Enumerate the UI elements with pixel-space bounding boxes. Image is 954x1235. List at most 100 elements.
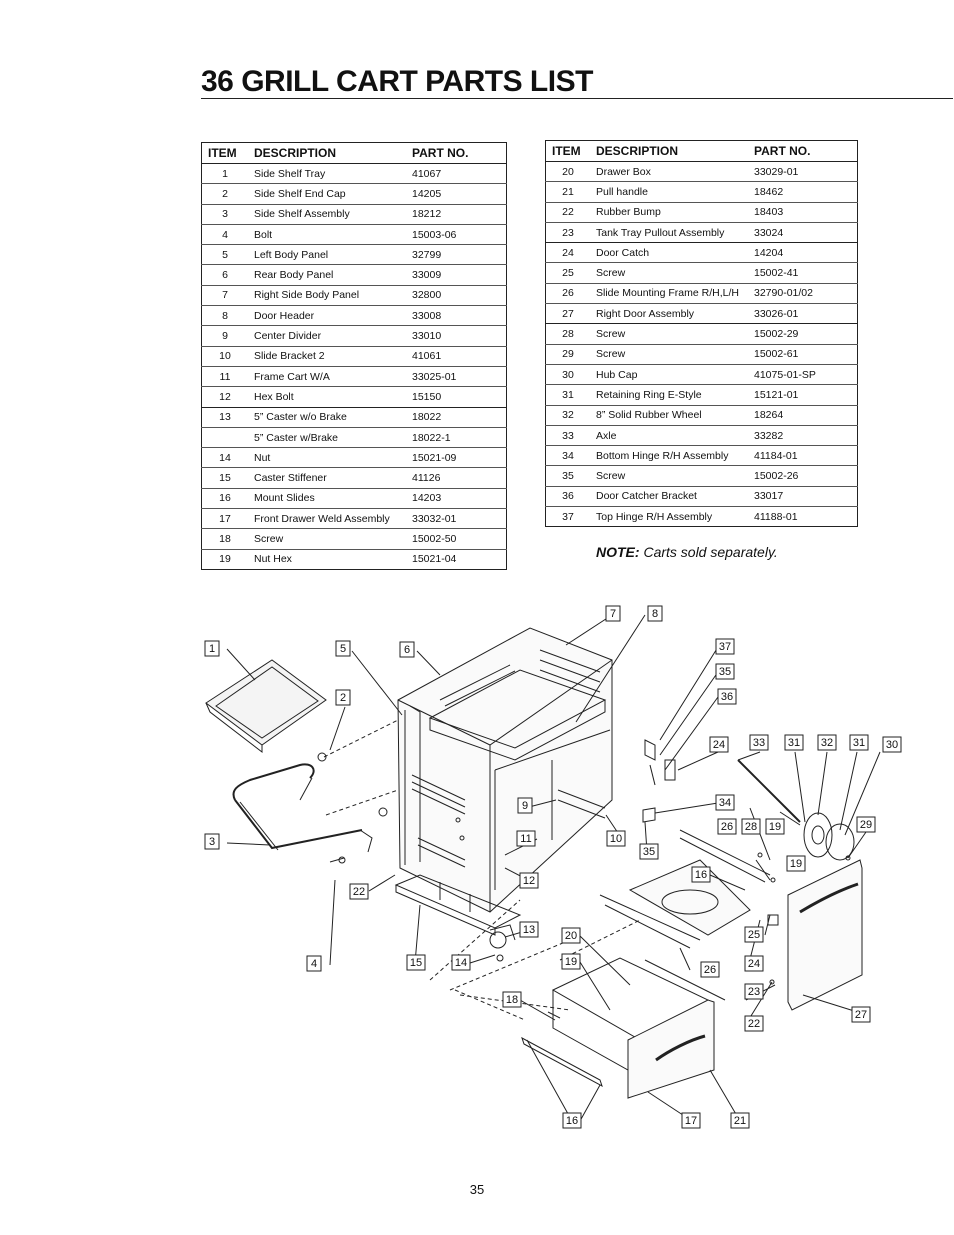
description-cell: Tank Tray Pullout Assembly bbox=[590, 222, 748, 244]
item-cell: 14 bbox=[201, 447, 248, 469]
callout-25: 25 bbox=[744, 926, 764, 943]
part-no-cell: 33025-01 bbox=[406, 366, 507, 388]
part-no-cell: 15002-26 bbox=[748, 465, 858, 487]
description-cell: Screw bbox=[590, 465, 748, 487]
description-cell: Center Divider bbox=[248, 325, 406, 347]
callout-label: 4 bbox=[311, 958, 317, 970]
callout-19: 19 bbox=[561, 953, 581, 970]
callout-label: 36 bbox=[721, 691, 733, 703]
callout-label: 26 bbox=[704, 964, 716, 976]
description-cell: Screw bbox=[590, 323, 748, 345]
item-cell: 30 bbox=[545, 364, 590, 386]
description-cell: Mount Slides bbox=[248, 488, 406, 510]
description-cell: Rubber Bump bbox=[590, 202, 748, 223]
item-cell: 18 bbox=[201, 528, 248, 550]
description-cell: Right Side Body Panel bbox=[248, 285, 406, 307]
part-no-cell: 15021-09 bbox=[406, 447, 507, 469]
description-cell: Frame Cart W/A bbox=[248, 366, 406, 388]
part-no-cell: 33282 bbox=[748, 425, 858, 447]
part-no-cell: 32800 bbox=[406, 285, 507, 307]
item-cell: 1 bbox=[201, 163, 248, 185]
callout-label: 28 bbox=[745, 821, 757, 833]
callout-label: 32 bbox=[821, 737, 833, 749]
part-no-cell: 18022-1 bbox=[406, 427, 507, 449]
description-cell: Front Drawer Weld Assembly bbox=[248, 508, 406, 530]
callout-24: 24 bbox=[744, 955, 764, 972]
callout-label: 21 bbox=[734, 1115, 746, 1127]
callout-31: 31 bbox=[849, 734, 869, 751]
callout-4: 4 bbox=[306, 955, 322, 972]
part-no-cell: 32799 bbox=[406, 244, 507, 266]
description-cell: Screw bbox=[590, 344, 748, 365]
header-description: DESCRIPTION bbox=[248, 142, 406, 164]
item-cell: 11 bbox=[201, 366, 248, 388]
callout-label: 34 bbox=[719, 797, 731, 809]
callout-label: 20 bbox=[565, 930, 577, 942]
callout-label: 33 bbox=[753, 737, 765, 749]
callout-label: 17 bbox=[685, 1115, 697, 1127]
description-cell: Rear Body Panel bbox=[248, 264, 406, 286]
callout-13: 13 bbox=[519, 921, 539, 938]
description-cell: Side Shelf Tray bbox=[248, 163, 406, 185]
part-no-cell: 41061 bbox=[406, 346, 507, 367]
description-cell: 5” Caster w/Brake bbox=[248, 427, 406, 449]
part-no-cell: 15002-61 bbox=[748, 344, 858, 365]
callout-label: 2 bbox=[340, 692, 346, 704]
callout-label: 7 bbox=[610, 608, 616, 620]
table-header-row: ITEM DESCRIPTION PART NO. bbox=[201, 142, 507, 164]
header-part-no: PART NO. bbox=[406, 142, 507, 164]
description-cell: Slide Bracket 2 bbox=[248, 346, 406, 367]
callout-33: 33 bbox=[749, 734, 769, 751]
description-cell: 8” Solid Rubber Wheel bbox=[590, 405, 748, 426]
callout-22: 22 bbox=[744, 1015, 764, 1032]
description-cell: Right Door Assembly bbox=[590, 303, 748, 325]
item-cell: 5 bbox=[201, 244, 248, 266]
callout-label: 3 bbox=[209, 836, 215, 848]
item-cell: 16 bbox=[201, 488, 248, 510]
callout-label: 11 bbox=[520, 833, 531, 845]
callout-30: 30 bbox=[882, 736, 902, 753]
callout-label: 24 bbox=[713, 739, 725, 751]
item-cell: 35 bbox=[545, 465, 590, 487]
part-no-cell: 15002-41 bbox=[748, 262, 858, 284]
callout-36: 36 bbox=[717, 688, 737, 705]
item-cell: 31 bbox=[545, 384, 590, 406]
description-cell: Door Catcher Bracket bbox=[590, 486, 748, 508]
callout-2: 2 bbox=[335, 689, 351, 706]
part-no-cell: 14204 bbox=[748, 242, 858, 264]
part-no-cell: 32790-01/02 bbox=[748, 283, 858, 305]
callout-19: 19 bbox=[765, 818, 785, 835]
callout-label: 31 bbox=[853, 737, 865, 749]
callout-3: 3 bbox=[204, 833, 220, 850]
callout-34: 34 bbox=[715, 794, 735, 811]
header-part-no: PART NO. bbox=[748, 140, 858, 162]
page-title: 36 GRILL CART PARTS LIST bbox=[201, 65, 593, 98]
note: NOTE: Carts sold separately. bbox=[596, 544, 778, 560]
part-no-cell: 33017 bbox=[748, 486, 858, 508]
header-item: ITEM bbox=[545, 140, 590, 162]
part-no-cell: 18264 bbox=[748, 405, 858, 426]
item-cell: 23 bbox=[545, 222, 590, 244]
callout-label: 16 bbox=[566, 1115, 578, 1127]
page-number: 35 bbox=[469, 1182, 485, 1197]
item-cell: 28 bbox=[545, 323, 590, 345]
callout-label: 19 bbox=[769, 821, 781, 833]
table-header-row: ITEM DESCRIPTION PART NO. bbox=[545, 140, 858, 162]
callout-26: 26 bbox=[717, 818, 737, 835]
callout-24: 24 bbox=[709, 736, 729, 753]
